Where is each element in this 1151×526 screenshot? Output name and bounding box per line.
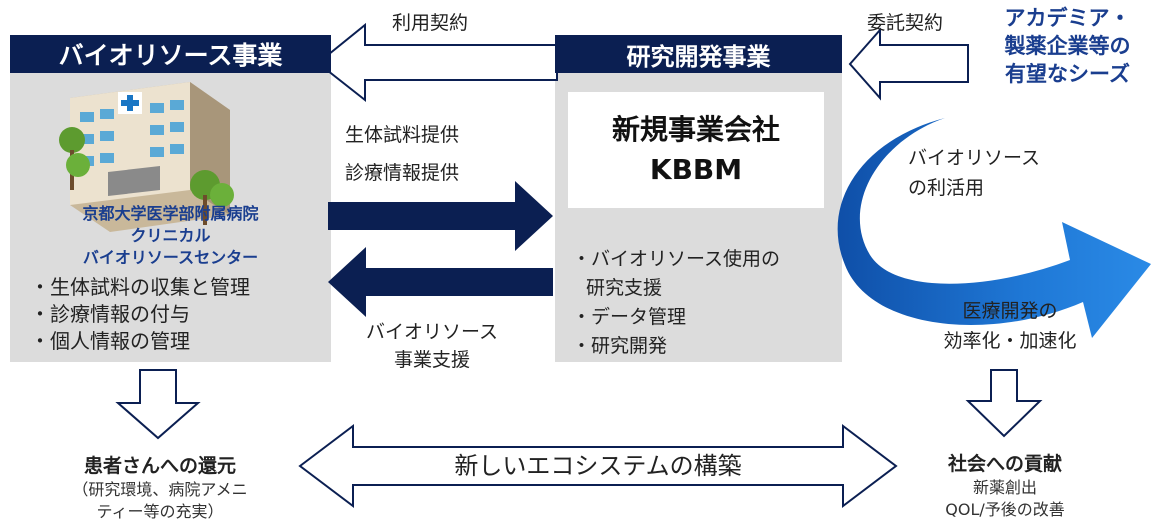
rd-business-title: 研究開発事業: [626, 42, 771, 71]
utilization-line-2: の利活用: [908, 177, 985, 199]
society-outcome: 社会への貢献 新薬創出 QOL/予後の改善: [915, 451, 1095, 521]
promising-seeds: アカデミア・ 製薬企業等の 有望なシーズ: [990, 4, 1145, 88]
patients-detail-line-2: ティー等の充実）: [96, 502, 224, 521]
company-abbr: KBBM: [649, 153, 743, 186]
bullet-research-development: ・研究開発: [572, 335, 668, 357]
utilization-label: バイオリソース の利活用: [908, 143, 1040, 203]
usage-contract-arrow: [316, 22, 558, 103]
seeds-line-2: 製薬企業等の: [1004, 34, 1131, 58]
company-name: 新規事業会社: [611, 113, 780, 146]
patients-title: 患者さんへの還元: [83, 455, 236, 477]
usage-contract-label: 利用契約: [392, 12, 469, 34]
provide-arrow: [328, 181, 553, 251]
hospital-name-line-1: 京都大学医学部附属病院: [82, 204, 259, 223]
provide-clinical-info-label: 診療情報提供: [345, 162, 460, 184]
bullet-research-support-line-1: ・バイオリソース使用の: [572, 248, 781, 270]
patients-down-arrow: [115, 369, 201, 440]
efficiency-line-1: 医療開発の: [962, 300, 1058, 322]
seeds-line-1: アカデミア・: [1004, 6, 1131, 30]
rd-business-header: 研究開発事業: [555, 35, 842, 73]
support-label-line-1: バイオリソース: [365, 321, 499, 343]
bioresource-business-header: バイオリソース事業: [10, 35, 331, 73]
utilization-curve-arrow: [837, 118, 1151, 338]
patients-outcome: 患者さんへの還元 （研究環境、病院アメニ ティー等の充実）: [40, 453, 280, 523]
consignment-contract-label: 委託契約: [867, 12, 944, 34]
seeds-line-3: 有望なシーズ: [1005, 62, 1130, 86]
consignment-contract-arrow: [848, 27, 969, 101]
hospital-name: 京都大学医学部附属病院 クリニカル バイオリソースセンター: [10, 203, 331, 269]
left-bullets: ・生体試料の収集と管理 ・診療情報の付与 ・個人情報の管理: [30, 274, 250, 355]
hospital-name-line-2: クリニカル: [130, 226, 211, 245]
bullet-sample-collection: ・生体試料の収集と管理: [30, 275, 250, 299]
bullet-clinical-info: ・診療情報の付与: [30, 302, 190, 326]
efficiency-label: 医療開発の 効率化・加速化: [920, 296, 1100, 356]
patients-detail-line-1: （研究環境、病院アメニ: [72, 480, 248, 499]
hospital-building-icon: [59, 82, 234, 232]
hospital-name-line-3: バイオリソースセンター: [82, 248, 259, 267]
society-down-arrow: [965, 369, 1043, 438]
utilization-line-1: バイオリソース: [908, 147, 1041, 169]
society-title: 社会への貢献: [947, 453, 1062, 475]
provide-labels: 生体試料提供 診療情報提供: [345, 116, 459, 192]
provide-samples-label: 生体試料提供: [345, 124, 460, 146]
support-labels: バイオリソース 事業支援: [332, 318, 532, 374]
bullet-data-management: ・データ管理: [572, 306, 687, 328]
society-detail-line-2: QOL/予後の改善: [945, 500, 1065, 519]
kbbm-box: 新規事業会社 KBBM: [568, 92, 824, 208]
support-label-line-2: 事業支援: [393, 349, 470, 371]
ecosystem-label: 新しいエコシステムの構築: [454, 452, 742, 480]
bullet-personal-info: ・個人情報の管理: [30, 329, 190, 353]
center-bullets: ・バイオリソース使用の 研究支援 ・データ管理 ・研究開発: [572, 245, 780, 361]
ecosystem-arrow: [298, 423, 898, 509]
bullet-research-support-line-2: 研究支援: [586, 277, 663, 299]
society-detail-line-1: 新薬創出: [972, 478, 1037, 497]
efficiency-line-2: 効率化・加速化: [943, 330, 1077, 352]
bioresource-business-title: バイオリソース事業: [58, 41, 283, 70]
support-arrow: [328, 247, 553, 317]
